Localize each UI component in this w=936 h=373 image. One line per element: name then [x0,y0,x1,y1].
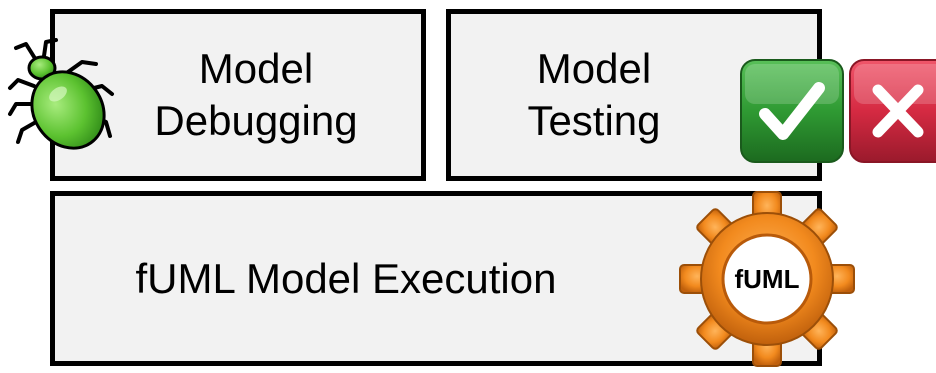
model-testing-line2: Testing [527,97,661,144]
model-debugging-line2: Debugging [154,97,358,144]
gear-icon: fUML [679,191,855,367]
bug-icon [8,38,114,150]
fuml-model-execution-label: fUML Model Execution [135,254,557,302]
model-testing-label: Model Testing [527,43,660,147]
check-icon [740,59,844,163]
model-testing-line1: Model [536,45,652,92]
cross-icon [849,59,936,163]
model-debugging-line1: Model [198,45,314,92]
gear-label: fUML [735,264,800,294]
model-debugging-label: Model Debugging [154,43,357,147]
